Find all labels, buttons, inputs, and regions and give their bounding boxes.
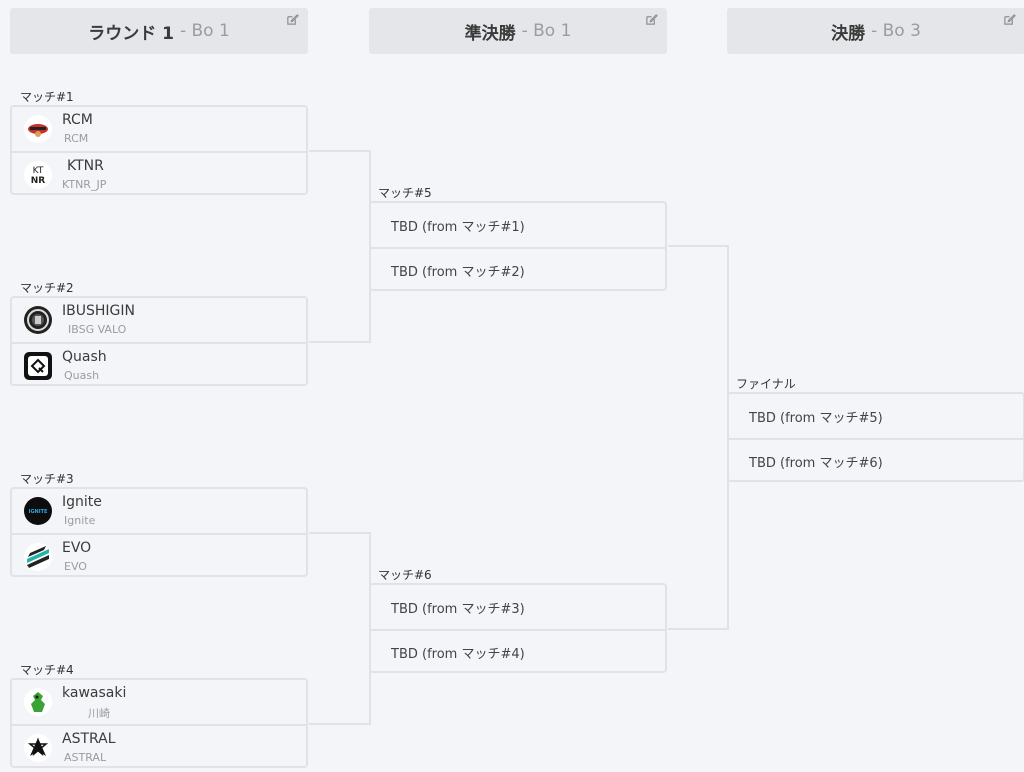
round-3-title: 決勝	[831, 23, 866, 44]
match-6: TBD (from マッチ#3) TBD (from マッチ#4)	[369, 583, 667, 673]
astral-logo-icon	[24, 734, 52, 762]
team-slot-quash[interactable]: Quash Quash	[12, 342, 306, 386]
match-4-label: マッチ#4	[20, 663, 74, 677]
edit-icon[interactable]	[1003, 13, 1016, 26]
round-1-title: ラウンド 1	[88, 23, 174, 44]
edit-icon[interactable]	[286, 13, 299, 26]
round-3-best-of: - Bo 3	[871, 21, 921, 41]
match-5: TBD (from マッチ#1) TBD (from マッチ#2)	[369, 201, 667, 291]
evo-logo-icon	[24, 543, 52, 571]
match-6-label: マッチ#6	[378, 568, 432, 582]
team-subname: Quash	[64, 369, 100, 382]
team-subname: 川崎	[88, 707, 110, 720]
team-name: EVO	[62, 540, 92, 556]
quash-logo-icon	[24, 352, 52, 380]
team-slot-kawasaki[interactable]: kawasaki 川崎	[12, 680, 306, 724]
team-name: KTNR	[67, 158, 104, 174]
tbd-label: TBD (from マッチ#1)	[391, 220, 525, 235]
tbd-label: TBD (from マッチ#2)	[391, 265, 525, 280]
edit-icon[interactable]	[645, 13, 658, 26]
ktnr-logo-text-top: KT	[33, 166, 44, 176]
tbd-label: TBD (from マッチ#5)	[749, 411, 883, 426]
match-5-label: マッチ#5	[378, 186, 432, 200]
team-name: Ignite	[62, 494, 102, 510]
ktnr-logo-text-bottom: NR	[31, 176, 46, 186]
team-name: RCM	[62, 112, 93, 128]
match-3: IGNITE Ignite Ignite EVO EVO	[10, 487, 308, 577]
final-label: ファイナル	[736, 377, 796, 391]
team-subname: KTNR_JP	[62, 178, 107, 191]
round-2-title: 準決勝	[464, 23, 516, 44]
team-subname: Ignite	[64, 514, 96, 527]
ibushigin-logo-icon	[24, 306, 52, 334]
team-name: Quash	[62, 349, 107, 365]
match-2: IBUSHIGIN IBSG VALO Quash Quash	[10, 296, 308, 386]
round-3-header: 決勝 - Bo 3	[727, 8, 1024, 54]
round-2-header: 準決勝 - Bo 1	[369, 8, 667, 54]
tbd-slot[interactable]: TBD (from マッチ#1)	[371, 203, 665, 247]
match-3-label: マッチ#3	[20, 472, 74, 486]
team-slot-astral[interactable]: ASTRAL ASTRAL	[12, 724, 306, 768]
match-4: kawasaki 川崎 ASTRAL ASTRAL	[10, 678, 308, 768]
team-slot-evo[interactable]: EVO EVO	[12, 533, 306, 577]
kawasaki-logo-icon	[24, 688, 52, 716]
team-name: kawasaki	[62, 685, 127, 701]
team-subname: EVO	[64, 560, 87, 573]
tbd-slot[interactable]: TBD (from マッチ#4)	[371, 629, 665, 673]
ignite-logo-text: IGNITE	[29, 509, 48, 515]
team-subname: IBSG VALO	[68, 323, 127, 336]
team-slot-ibushigin[interactable]: IBUSHIGIN IBSG VALO	[12, 298, 306, 342]
team-subname: ASTRAL	[64, 751, 107, 764]
tbd-label: TBD (from マッチ#4)	[391, 647, 525, 662]
tbd-slot[interactable]: TBD (from マッチ#6)	[729, 438, 1023, 482]
match-2-label: マッチ#2	[20, 281, 74, 295]
final-match: TBD (from マッチ#5) TBD (from マッチ#6)	[727, 392, 1024, 482]
tbd-slot[interactable]: TBD (from マッチ#5)	[729, 394, 1023, 438]
rcm-logo-icon	[24, 115, 52, 143]
round-1-best-of: - Bo 1	[179, 21, 230, 41]
round-1-header: ラウンド 1 - Bo 1	[10, 8, 308, 54]
ignite-logo-icon: IGNITE	[24, 497, 52, 525]
team-slot-rcm[interactable]: RCM RCM	[12, 107, 306, 151]
tbd-label: TBD (from マッチ#3)	[391, 602, 525, 617]
team-slot-ignite[interactable]: IGNITE Ignite Ignite	[12, 489, 306, 533]
team-name: ASTRAL	[62, 731, 116, 747]
tbd-slot[interactable]: TBD (from マッチ#3)	[371, 585, 665, 629]
tbd-slot[interactable]: TBD (from マッチ#2)	[371, 247, 665, 291]
round-2-best-of: - Bo 1	[521, 21, 572, 41]
match-1-label: マッチ#1	[20, 90, 74, 104]
team-subname: RCM	[64, 132, 89, 145]
tbd-label: TBD (from マッチ#6)	[749, 456, 883, 471]
team-name: IBUSHIGIN	[62, 303, 135, 319]
